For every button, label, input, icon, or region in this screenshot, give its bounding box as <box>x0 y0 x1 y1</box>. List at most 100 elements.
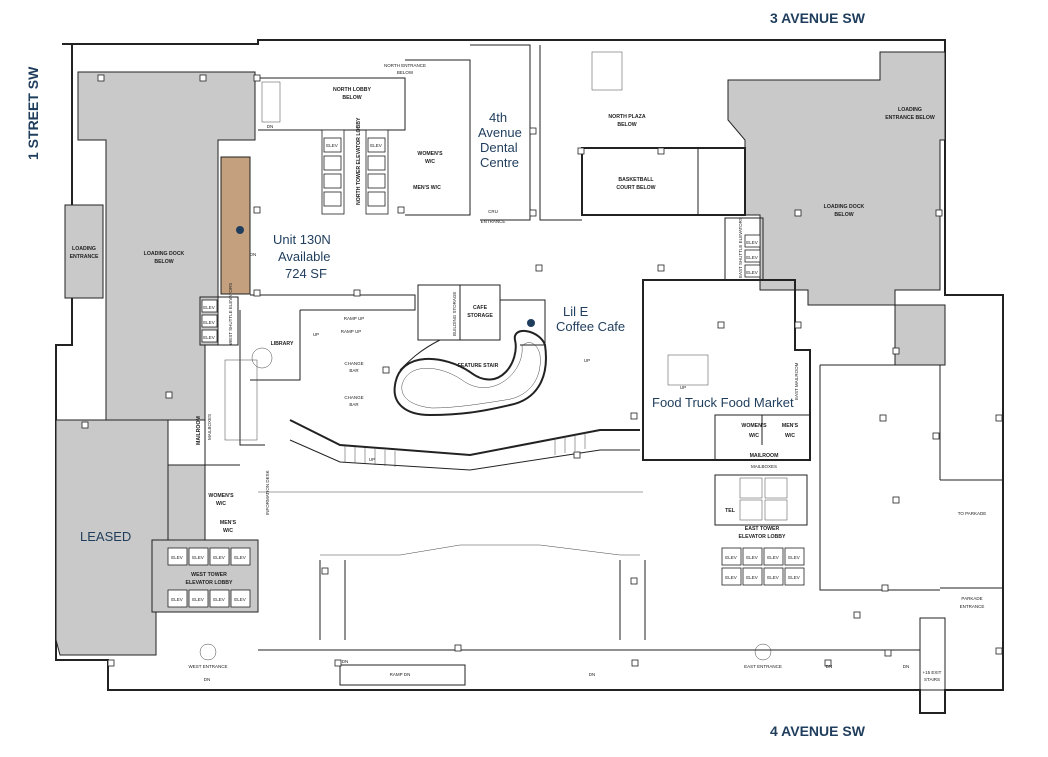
west-shuttle-block <box>199 296 239 346</box>
unit-130n-highlight[interactable] <box>220 156 251 295</box>
left-corridor-gray <box>167 464 206 546</box>
exit-stairs-sub: STAIRS <box>924 677 940 682</box>
loading-dock-right-area <box>727 51 946 306</box>
loading-dock-right-sub: BELOW <box>834 212 853 218</box>
street-left: 1 STREET SW <box>25 66 41 160</box>
dn-west: DN <box>204 677 211 682</box>
elev-label: ELEV <box>203 320 215 325</box>
elev-label: ELEV <box>171 597 183 602</box>
unit-marker-dot <box>236 226 244 234</box>
womens-wc-north-sub: W/C <box>425 159 435 165</box>
parkade-sub: ENTRANCE <box>960 604 985 609</box>
ramp-up-1: RAMP UP <box>341 329 361 334</box>
elev-label: ELEV <box>203 305 215 310</box>
mens-wc-east-label: MEN'S <box>782 423 799 429</box>
coffee-line-1: Lil E <box>563 304 589 319</box>
basketball-court-wall <box>581 147 746 216</box>
mailboxes-east: MAILBOXES <box>751 464 777 469</box>
east-shuttle-label: EAST SHUTTLE ELEVATORS <box>738 217 743 278</box>
elev-label: ELEV <box>746 575 758 580</box>
east-tower-sub: ELEVATOR LOBBY <box>739 534 787 540</box>
loading-entrance-label: LOADING <box>72 246 96 252</box>
west-tower-sub: ELEVATOR LOBBY <box>186 580 234 586</box>
east-shuttle-block <box>724 217 764 281</box>
cru-label: CRU <box>488 209 498 214</box>
elev-label: ELEV <box>725 555 737 560</box>
dn-center: DN <box>589 672 596 677</box>
up-stair: UP <box>369 457 375 462</box>
food-market-stair <box>667 354 709 386</box>
elev-label: ELEV <box>788 575 800 580</box>
basketball-label: BASKETBALL <box>618 177 654 183</box>
elev-label: ELEV <box>192 555 204 560</box>
north-wc-block <box>405 59 471 216</box>
elev-label: ELEV <box>767 575 779 580</box>
east-entrance: EAST ENTRANCE <box>744 664 782 669</box>
storage-block <box>417 284 501 341</box>
west-shuttle-label: WEST SHUTTLE ELEVATORS <box>228 283 233 345</box>
mailroom-left: MAILROOM <box>196 416 202 445</box>
north-elevators <box>321 129 389 215</box>
ramp-dn-block <box>339 664 466 686</box>
north-entrance-sub: BELOW <box>397 70 414 75</box>
womens-wc-east-label: WOMEN'S <box>741 423 767 429</box>
north-plaza-label: NORTH PLAZA <box>608 114 645 120</box>
cafe-storage-label: CAFE <box>473 305 488 311</box>
west-tower-label: WEST TOWER <box>191 572 227 578</box>
change-bar-2-sub: BAR <box>349 402 359 407</box>
mens-wc-north: MEN'S W/C <box>413 185 441 191</box>
loading-dock-left-label: LOADING DOCK <box>144 251 185 257</box>
loading-entrance-sub: ENTRANCE <box>70 254 99 260</box>
library-stair <box>224 359 258 441</box>
loading-dock-left-sub: BELOW <box>154 259 173 265</box>
library-circle <box>251 347 273 369</box>
west-entrance: WEST ENTRANCE <box>189 664 228 669</box>
parkade-ramp <box>940 479 1004 589</box>
mens-wc-east-sub: W/C <box>785 433 795 439</box>
east-tower-elevators <box>721 547 805 586</box>
elev-label: ELEV <box>746 555 758 560</box>
ramp-up-2: RAMP UP <box>344 316 364 321</box>
info-desk-label: INFORMATION DESK <box>265 470 270 515</box>
elev-label: ELEV <box>326 143 338 148</box>
ramp-dn: RAMP DN <box>390 672 411 677</box>
dn-north: DN <box>267 124 274 129</box>
elev-label: ELEV <box>203 335 215 340</box>
east-tower-core <box>714 474 808 526</box>
dental-line-3: Dental <box>480 140 518 155</box>
columns <box>81 74 1003 667</box>
building-storage-label: BUILDING STORAGE <box>452 292 457 336</box>
elev-label: ELEV <box>767 555 779 560</box>
north-plaza-block <box>591 51 623 91</box>
dental-line-1: 4th <box>489 110 507 125</box>
building-outline <box>55 39 1004 714</box>
parkade-label: PARKADE <box>961 596 982 601</box>
library-wall <box>239 310 265 446</box>
womens-wc-west-sub: W/C <box>216 501 226 507</box>
mailboxes-left: MAILBOXES <box>207 414 212 440</box>
north-stair <box>261 81 281 123</box>
leased-label: LEASED <box>80 529 131 544</box>
mens-wc-west-sub: W/C <box>223 528 233 534</box>
loading-entrance-below-label: LOADING <box>898 107 922 113</box>
mailroom-east: MAILROOM <box>750 453 779 459</box>
dn-ramp: DN <box>342 659 349 664</box>
mens-wc-west: MEN'S <box>220 520 237 526</box>
exit-stairs-label: +15 EXIT <box>923 670 942 675</box>
loading-entrance-area <box>64 204 104 299</box>
womens-wc-north: WOMEN'S <box>417 151 443 157</box>
to-parkade: TO PARKADE <box>958 511 987 516</box>
elev-label: ELEV <box>788 555 800 560</box>
gray-block-right <box>894 304 946 366</box>
elev-label: ELEV <box>234 555 246 560</box>
library-label: LIBRARY <box>271 341 294 347</box>
north-lobby-sub: BELOW <box>342 95 361 101</box>
change-bar-1-sub: BAR <box>349 368 359 373</box>
feature-stair <box>393 330 547 417</box>
basketball-sub: COURT BELOW <box>616 185 655 191</box>
up-west: UP <box>313 332 319 337</box>
unit-area: 724 SF <box>285 266 327 281</box>
dental-line-4: Centre <box>480 155 519 170</box>
east-tower-label: EAST TOWER <box>745 526 780 532</box>
cafe-storage-sub: STORAGE <box>467 313 493 319</box>
